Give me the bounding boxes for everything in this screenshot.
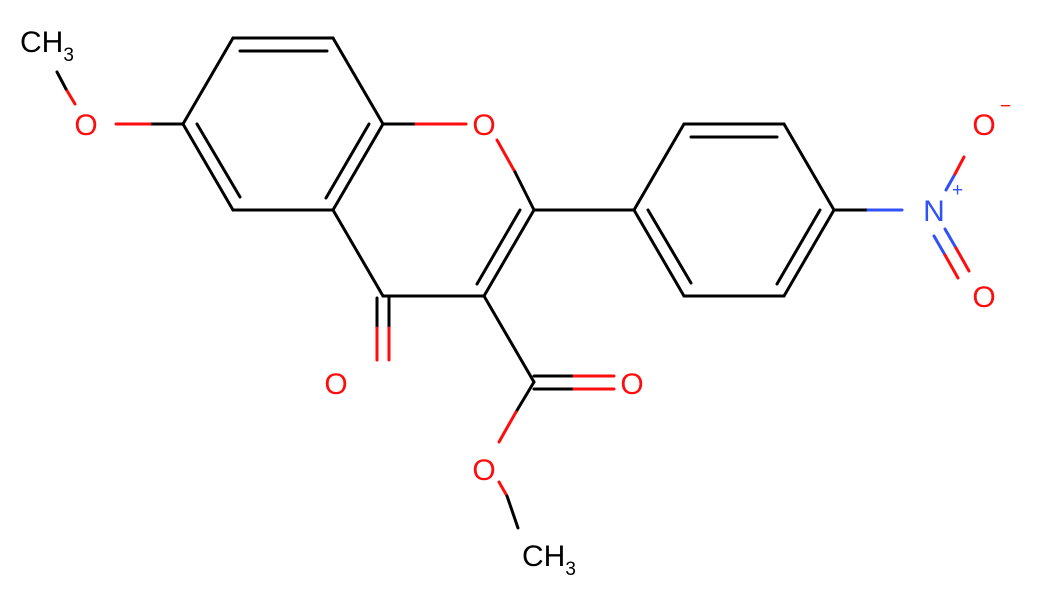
methoxy-oxygen-label: O [74,109,97,142]
bond-ph6-ph1 [632,208,686,298]
atom-label-layer: CH3 O O O O O CH3 N + O − O [20,26,1011,580]
bond-n-o-n [932,234,947,257]
bond-ph4-ph5 [782,208,836,298]
bond-cester-oester [514,380,536,414]
bond-n-o-o [943,253,960,280]
methyl-top-label: CH3 [20,26,74,66]
keto-oxygen-label: O [324,368,347,401]
bond-c5-c6 [181,36,235,126]
bond-oester-ch3 [505,494,520,530]
bond-ph3-ph4 [782,122,836,212]
nitro-oxygen-minus-label: O [972,109,995,142]
ester-oxygen-label: O [472,454,495,487]
nitro-nitrogen-label: N [923,195,945,228]
bond-n-ominus-n [944,172,957,192]
methyl-bottom-label: CH3 [522,540,576,580]
bond-c4-c4a [331,208,385,298]
ring-oxygen-label: O [472,109,495,142]
bond-o1-c2 [513,170,536,212]
ester-carbonyl-oxygen-label: O [620,368,643,401]
bond-n-o-o-2 [954,246,971,273]
bond-c2-c3 [482,208,536,298]
bond-c7-c8 [331,36,385,126]
bond-c8-c4a-inner [324,122,371,200]
bond-cester-oester-o [497,410,518,444]
nitro-nitrogen-charge: + [952,180,963,201]
bond-oester-ch3-o [497,480,509,498]
nitro-oxygen-label: O [972,281,995,314]
bond-o1-c2-o [495,138,517,174]
bond-ph1-ph2 [632,122,686,212]
bond-ph6-ph1-inner [646,208,693,285]
bond-n-ominus-o [953,155,966,176]
bond-omethoxy-ch3-o [64,87,77,106]
nitro-oxygen-minus-charge: − [1000,96,1011,117]
bond-c8-c4a [331,122,385,212]
bond-c5-c6ring-inner [195,122,242,199]
bond-c3-cester [482,294,536,384]
bond-ph4-ph5-inner [775,208,822,286]
bond-omethoxy-ch3 [55,70,68,91]
bond-n-o-n-2 [943,227,958,250]
bond-layer [55,36,971,530]
bond-c5-c6ring [181,122,235,212]
bond-c2-c3-inner [475,208,522,286]
